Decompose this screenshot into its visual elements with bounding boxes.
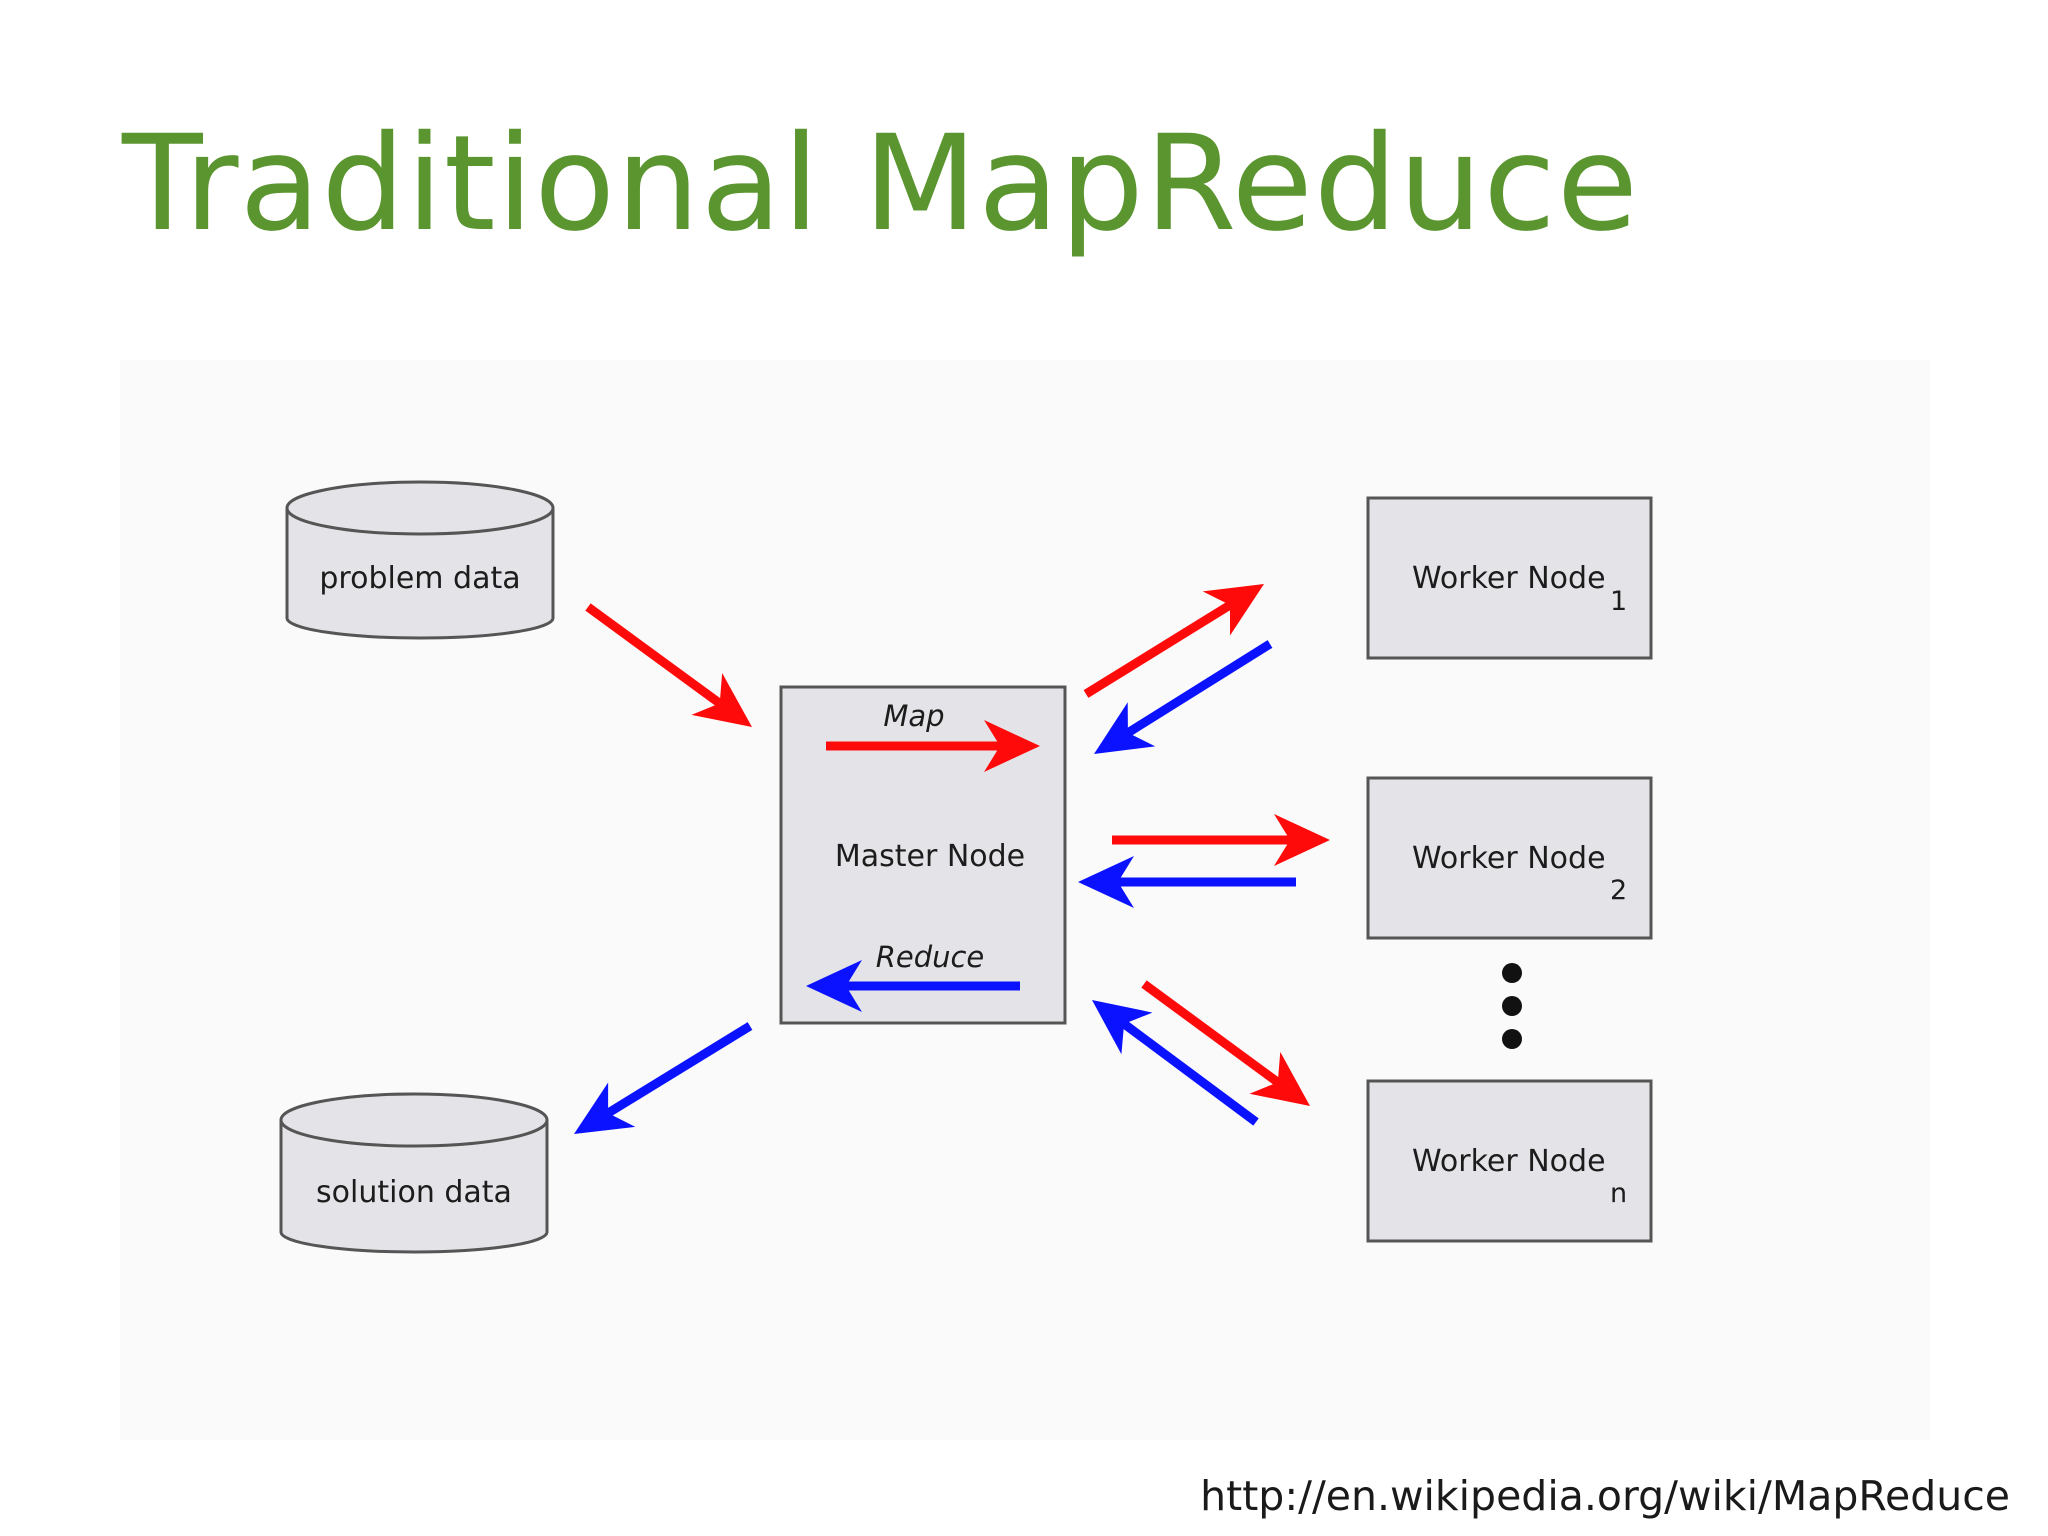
arrow-head	[691, 672, 752, 727]
arrow-head	[1092, 1000, 1153, 1055]
arrow-shaft	[1125, 640, 1273, 737]
arrow-map-inside-master	[826, 720, 1040, 772]
worker-node-2-box	[1366, 776, 1653, 940]
map-label: Map	[883, 699, 944, 733]
worker-node-1-label: Worker Node	[1412, 561, 1606, 596]
arrow-head	[1274, 814, 1330, 866]
arrow-shaft	[605, 1022, 753, 1117]
source-url: http://en.wikipedia.org/wiki/MapReduce	[1200, 1472, 2010, 1520]
arrow-master-to-worker-n	[1141, 980, 1310, 1106]
ellipsis-dot	[1502, 996, 1522, 1016]
arrow-head	[984, 720, 1040, 772]
solution-data-store: solution data	[279, 1092, 549, 1254]
arrow-input-to-master	[585, 603, 752, 727]
problem-data-label: problem data	[319, 561, 520, 596]
solution-data-cylinder-top	[279, 1092, 549, 1148]
worker-node-2-subscript: 2	[1610, 875, 1627, 906]
worker-node-2: Worker Node 2	[1366, 776, 1653, 940]
arrow-master-to-output	[574, 1022, 753, 1134]
more-workers-ellipsis	[1502, 963, 1522, 1049]
arrow-master-to-worker-2	[1112, 814, 1330, 866]
flow-arrows	[574, 584, 1330, 1134]
arrow-head	[806, 960, 862, 1012]
arrow-head	[1078, 856, 1134, 908]
arrow-head	[1249, 1051, 1310, 1106]
worker-node-1-subscript: 1	[1610, 586, 1627, 617]
arrow-head	[1202, 584, 1264, 636]
arrow-shaft	[1141, 980, 1281, 1086]
worker-node-n-box	[1366, 1079, 1653, 1243]
arrow-shaft	[585, 603, 723, 708]
master-node-label: Master Node	[835, 839, 1025, 874]
arrow-head	[1094, 702, 1156, 754]
reduce-label: Reduce	[876, 940, 985, 974]
master-node: Master Node Map Reduce	[779, 685, 1067, 1025]
slide-title: Traditional MapReduce	[122, 107, 1640, 261]
worker-node-n: Worker Node n	[1366, 1079, 1653, 1243]
ellipsis-dot	[1502, 1029, 1522, 1049]
worker-node-1-box	[1366, 496, 1653, 660]
worker-node-n-subscript: n	[1610, 1178, 1627, 1209]
problem-data-cylinder-body	[285, 508, 555, 640]
arrow-shaft	[1121, 1020, 1259, 1126]
solution-data-cylinder-body	[279, 1120, 549, 1254]
arrow-master-to-worker-1	[1083, 584, 1264, 698]
worker-node-2-label: Worker Node	[1412, 841, 1606, 876]
arrow-shaft	[1083, 601, 1233, 698]
solution-data-label: solution data	[316, 1175, 512, 1210]
problem-data-cylinder-top	[285, 480, 555, 536]
arrow-head	[574, 1082, 636, 1134]
arrow-worker-1-to-master	[1094, 640, 1273, 754]
problem-data-store: problem data	[285, 480, 555, 640]
worker-node-1: Worker Node 1	[1366, 496, 1653, 660]
arrow-reduce-inside-master	[806, 960, 1020, 1012]
worker-node-n-label: Worker Node	[1412, 1144, 1606, 1179]
ellipsis-dot	[1502, 963, 1522, 983]
arrow-worker-n-to-master	[1092, 1000, 1259, 1126]
arrow-worker-2-to-master	[1078, 856, 1296, 908]
